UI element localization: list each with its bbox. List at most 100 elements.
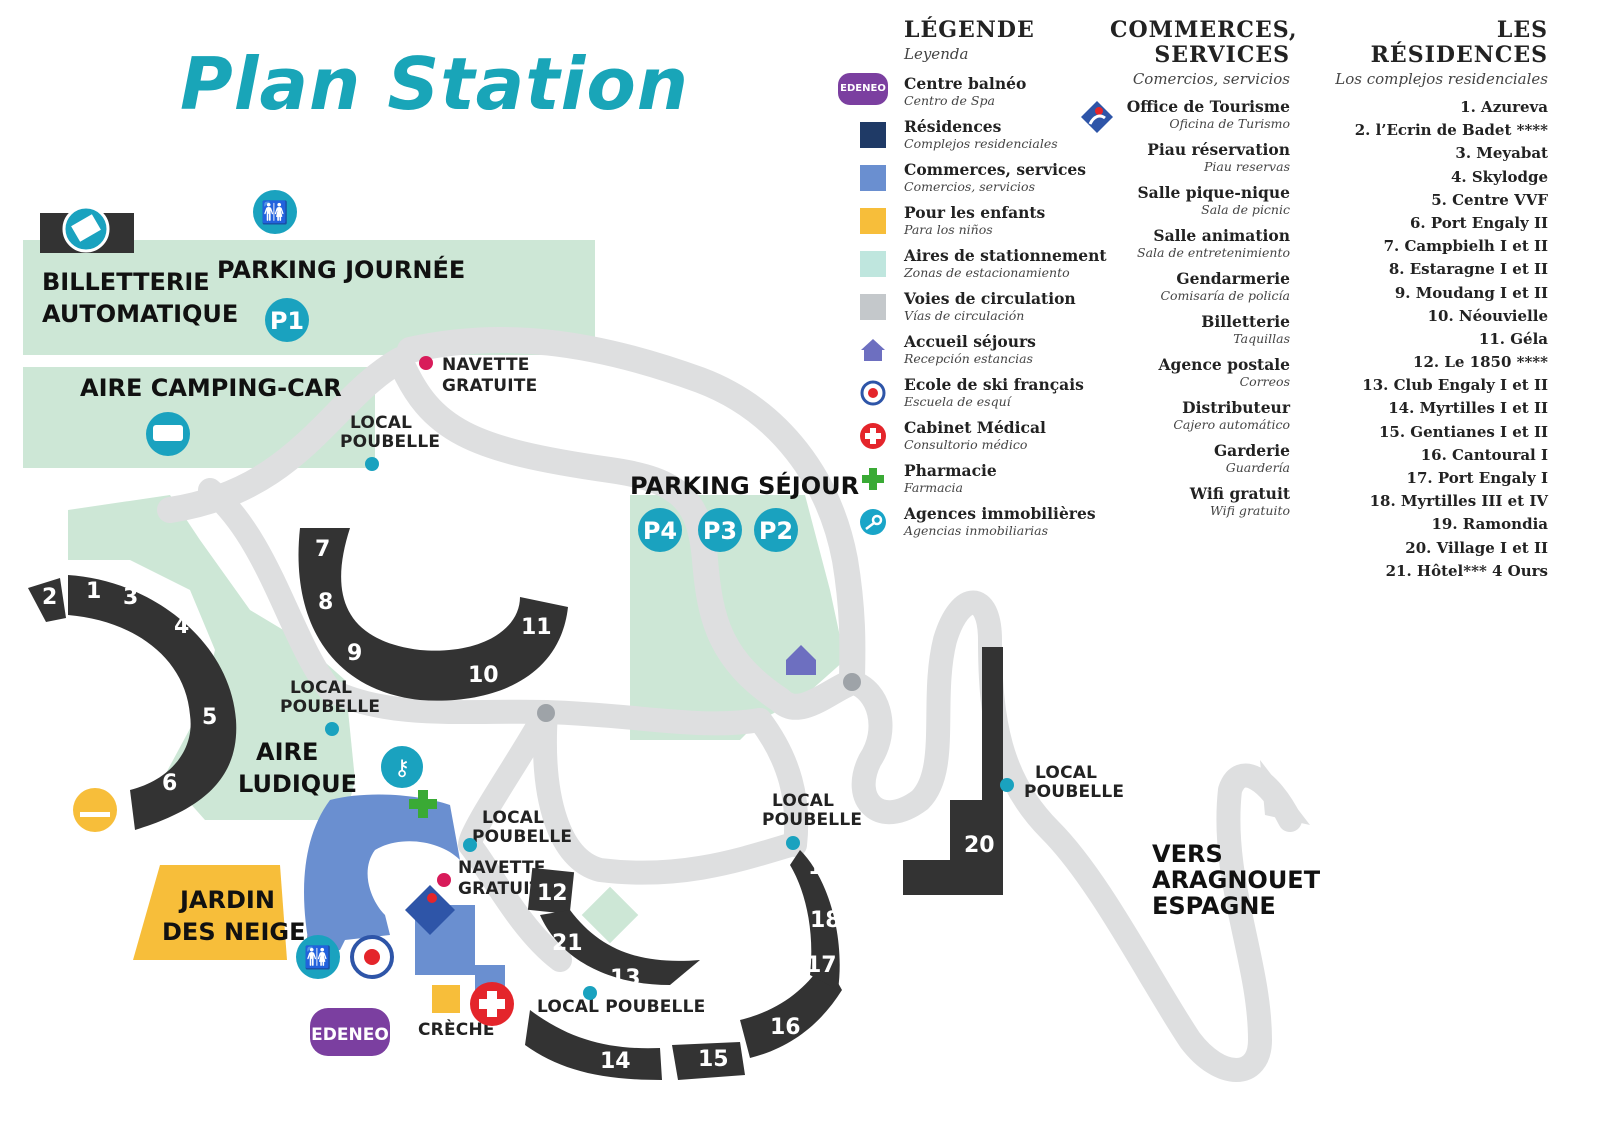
residence-building[interactable] xyxy=(28,578,66,622)
residence-building[interactable] xyxy=(790,850,840,990)
parking-p1-marker[interactable] xyxy=(265,298,309,342)
toilets-glyph: 🚻 xyxy=(261,200,288,226)
legend-item-title: Aires de stationnement xyxy=(904,246,1107,265)
road-right-curve xyxy=(748,708,809,857)
parking-p2-marker[interactable] xyxy=(754,508,798,552)
legend-item-title: Centre balnéo xyxy=(904,74,1027,93)
local-poubelle-marker[interactable] xyxy=(583,986,597,1000)
parking-p4-marker[interactable] xyxy=(638,508,682,552)
commerce-building[interactable] xyxy=(304,794,460,950)
local-poubelle-marker[interactable] xyxy=(325,722,339,736)
parking-p2-label: P2 xyxy=(759,517,793,545)
local-poubelle-marker[interactable] xyxy=(463,838,477,852)
legend-item-sub: Recepción estancias xyxy=(904,351,1033,366)
building-number: 5 xyxy=(202,705,217,730)
service-sub: Sala de entretenimiento xyxy=(1137,245,1290,260)
edeneo-icon[interactable] xyxy=(310,1008,390,1056)
service-title: Distributeur xyxy=(1182,398,1290,417)
building-number: 10 xyxy=(468,663,499,688)
services-heading: COMMERCES, xyxy=(1110,17,1298,43)
residences-heading: LES RÉSIDENCES xyxy=(1370,17,1548,68)
aire-ludique-area[interactable] xyxy=(68,495,355,820)
tourism-office-icon[interactable] xyxy=(405,885,455,935)
residence-building[interactable] xyxy=(672,1042,745,1080)
residence-list-item: 11. Géla xyxy=(1478,329,1548,348)
building-number: 18 xyxy=(810,908,841,933)
billetterie-label: BILLETTERIE xyxy=(42,268,210,296)
toilets-icon[interactable] xyxy=(296,935,340,979)
local-poubelle-label: POUBELLE xyxy=(340,432,440,452)
residence-building-20[interactable] xyxy=(903,647,1003,895)
residence-u-building[interactable] xyxy=(298,528,569,701)
residence-building[interactable] xyxy=(740,960,842,1058)
residences-panel: LES RÉSIDENCES Los complejos residencial… xyxy=(1318,18,1548,583)
kids-sled-icon[interactable] xyxy=(73,788,117,832)
key-icon[interactable] xyxy=(379,744,425,790)
local-poubelle-marker[interactable] xyxy=(786,836,800,850)
direction-label: ARAGNOUET xyxy=(1152,866,1321,894)
roads xyxy=(157,327,1302,1082)
legend-item-sub: Vías de circulación xyxy=(904,308,1025,323)
legend-item-title: Cabinet Médical xyxy=(904,418,1046,437)
service-sub: Correos xyxy=(1239,374,1290,389)
accueil-sejours-icon[interactable] xyxy=(786,645,816,675)
local-poubelle-marker[interactable] xyxy=(365,457,379,471)
building-number: 17 xyxy=(806,953,837,978)
creche-building[interactable] xyxy=(432,985,460,1013)
parking-p1-label: P1 xyxy=(270,307,304,335)
building-number: 14 xyxy=(600,1049,631,1074)
local-poubelle-label: POUBELLE xyxy=(762,810,862,830)
residence-list-item: 20. Village I et II xyxy=(1405,538,1548,557)
service-sub: Sala de picnic xyxy=(1201,202,1290,217)
residence-building[interactable] xyxy=(68,575,237,830)
junction-marker xyxy=(537,704,555,722)
building-number: 20 xyxy=(964,833,995,858)
building-number: 2 xyxy=(42,585,57,610)
jardin-des-neiges-area[interactable] xyxy=(133,865,287,960)
residence-list-item: 10. Néouvielle xyxy=(1427,306,1548,325)
legend-item-sub: Complejos residenciales xyxy=(904,136,1058,151)
road-serpentine xyxy=(840,590,1302,1082)
residence-building[interactable] xyxy=(540,910,700,985)
parking-sejour-area[interactable] xyxy=(630,495,845,740)
aire-ludique-label: LUDIQUE xyxy=(238,770,357,798)
key-icon xyxy=(860,509,886,535)
navette-label: GRATUITE xyxy=(458,879,553,899)
local-poubelle-label: LOCAL xyxy=(482,808,544,828)
residence-list-item: 14. Myrtilles I et II xyxy=(1388,399,1548,418)
navette-marker[interactable] xyxy=(419,356,433,370)
legend-item-title: Voies de circulation xyxy=(904,289,1076,308)
ticket-icon-shape xyxy=(71,214,101,242)
parking-p3-marker[interactable] xyxy=(698,508,742,552)
residence-list-item: 4. Skylodge xyxy=(1450,167,1548,186)
local-poubelle-marker[interactable] xyxy=(1000,778,1014,792)
residence-building[interactable] xyxy=(525,1010,662,1080)
service-sub: Oficina de Turismo xyxy=(1169,116,1290,131)
legend-item-sub: Para los niños xyxy=(904,222,993,237)
building-number: 21 xyxy=(552,931,583,956)
legend-item-title: Pour les enfants xyxy=(904,203,1046,222)
residence-building[interactable] xyxy=(527,867,575,915)
service-title: Garderie xyxy=(1213,441,1290,460)
toilets-icon[interactable] xyxy=(253,190,297,234)
toilets-glyph: 🚻 xyxy=(304,945,331,971)
service-sub: Comisaría de policía xyxy=(1160,288,1290,303)
legend-item-sub: Comercios, servicios xyxy=(904,179,1035,194)
service-sub: Cajero automático xyxy=(1173,417,1290,432)
service-sub: Guardería xyxy=(1225,460,1290,475)
navette-marker[interactable] xyxy=(437,873,451,887)
medical-cross-icon xyxy=(860,423,886,449)
local-poubelle-label: LOCAL xyxy=(290,678,352,698)
legend-item-sub: Agencias inmobiliarias xyxy=(904,523,1049,538)
residence-list-item: 9. Moudang I et II xyxy=(1394,283,1548,302)
